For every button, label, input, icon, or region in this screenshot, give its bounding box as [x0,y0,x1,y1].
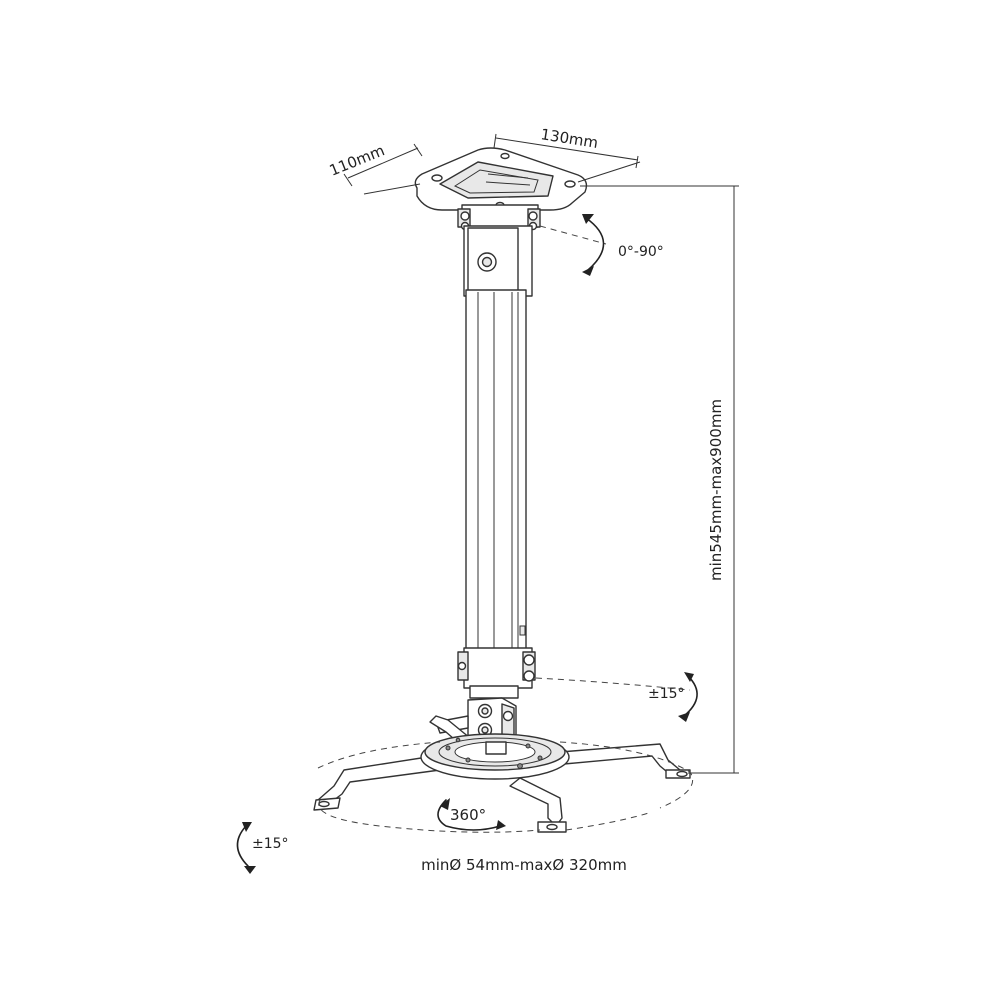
label-swivel: 360° [450,806,486,824]
tilt-low-indicator: ±15° [236,822,289,874]
label-tilt-low: ±15° [252,836,289,852]
top-tilt-bracket [457,204,541,231]
label-tilt-top: 0°-90° [618,244,664,260]
ceiling-plate [414,147,588,211]
tilt-top-indicator: 0°-90° [539,214,664,276]
label-plate-width: 130mm [539,125,599,152]
label-extension: min545mm-max900mm [707,399,725,581]
mounting-spider [313,715,691,833]
dimension-extension: min545mm-max900mm [580,185,739,774]
extension-pole [457,225,536,699]
swivel-indicator: 360° [437,798,506,831]
dimension-110mm: 110mm [327,141,423,195]
swivel-range-ellipse [317,741,694,833]
tilt-mid-indicator: ±15° [535,672,698,722]
label-tilt-mid: ±15° [648,686,685,702]
label-mount-span: minØ 54mm-maxØ 320mm [421,856,627,874]
